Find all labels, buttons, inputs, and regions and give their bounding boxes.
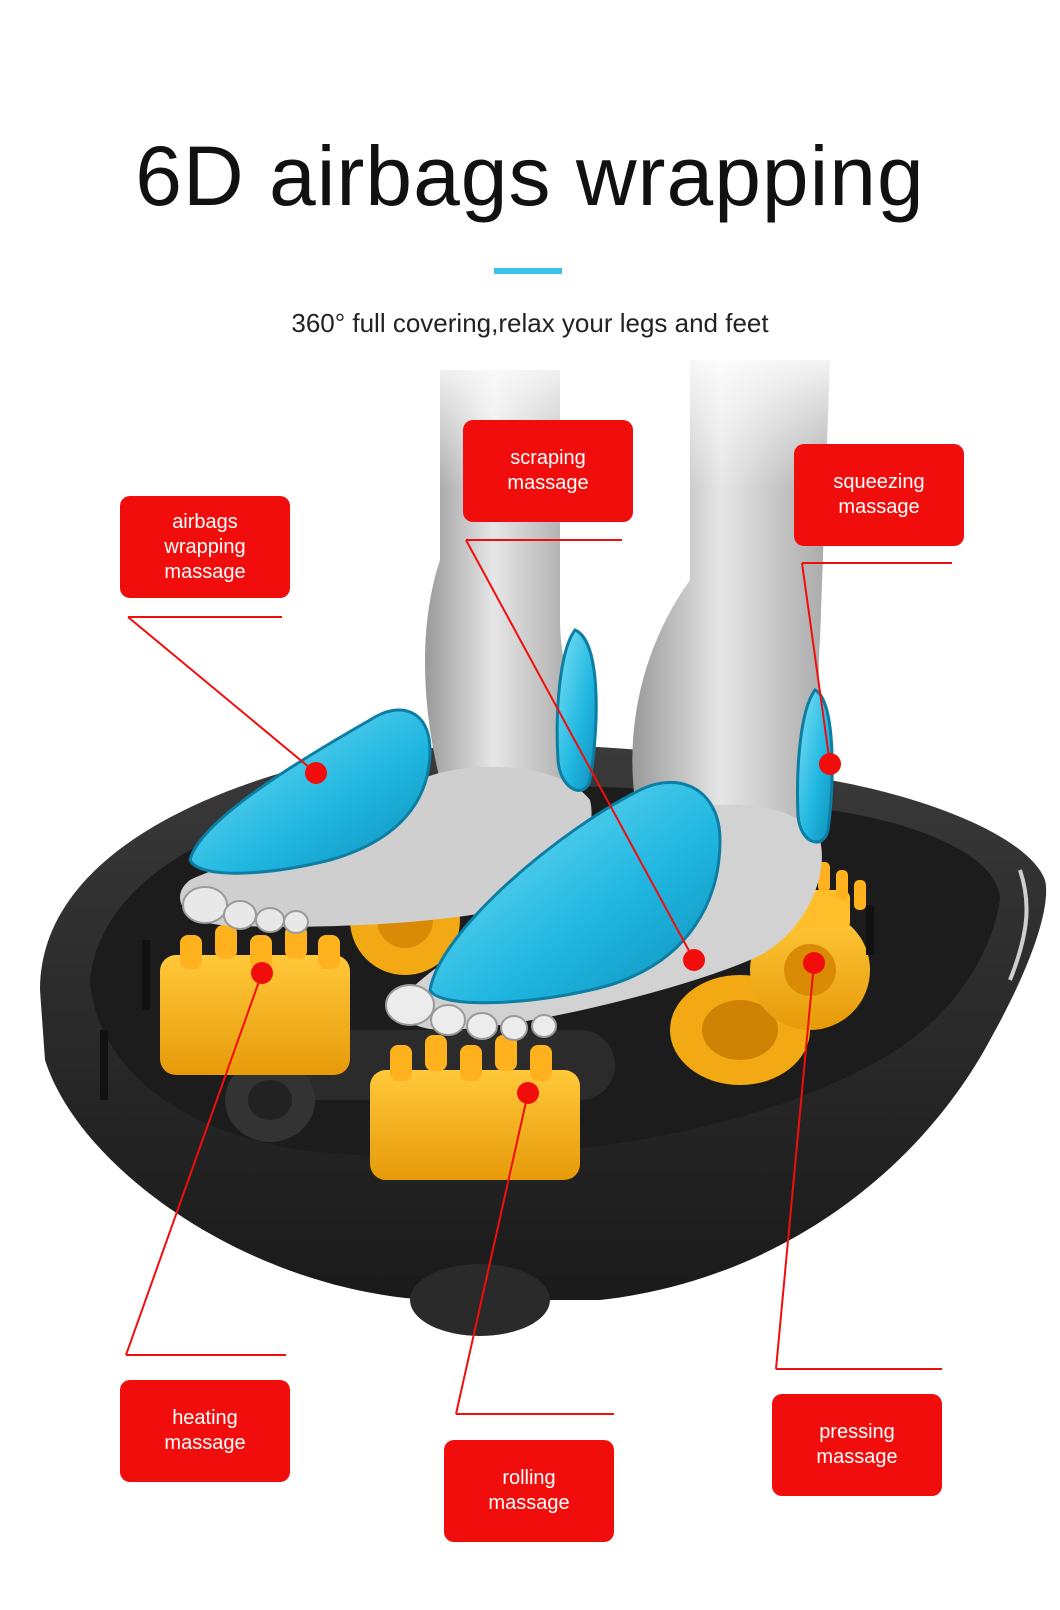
- callout-lines: [125, 539, 952, 1415]
- label-heating-massage: heating massage: [120, 1380, 290, 1482]
- airbags: [188, 628, 834, 1005]
- callout-line-squeezing: [801, 562, 952, 765]
- callout-dot-rolling: [517, 1082, 539, 1104]
- callout-dot-heating: [251, 962, 273, 984]
- title-accent-bar: [494, 268, 562, 274]
- callout-dot-scraping: [683, 949, 705, 971]
- callout-dot-pressing: [803, 952, 825, 974]
- callout-dot-airbags: [305, 762, 327, 784]
- callout-line-pressing: [775, 962, 942, 1370]
- callout-dots: [251, 753, 841, 1104]
- callout-line-rolling: [455, 1092, 614, 1415]
- label-squeezing-massage: squeezing massage: [794, 444, 964, 546]
- page-subtitle: 360° full covering,relax your legs and f…: [291, 308, 769, 338]
- label-rolling-massage: rolling massage: [444, 1440, 614, 1542]
- callout-line-scraping: [465, 539, 695, 961]
- left-foot: [180, 766, 592, 934]
- callout-line-airbags: [127, 616, 317, 774]
- label-airbags-wrapping-massage: airbags wrapping massage: [120, 496, 290, 598]
- label-scraping-massage: scraping massage: [463, 420, 633, 522]
- callout-line-heating: [125, 972, 286, 1356]
- callout-dot-squeezing: [819, 753, 841, 775]
- page-title: 6D airbags wrapping: [135, 129, 925, 223]
- label-pressing-massage: pressing massage: [772, 1394, 942, 1496]
- legs: [420, 340, 860, 830]
